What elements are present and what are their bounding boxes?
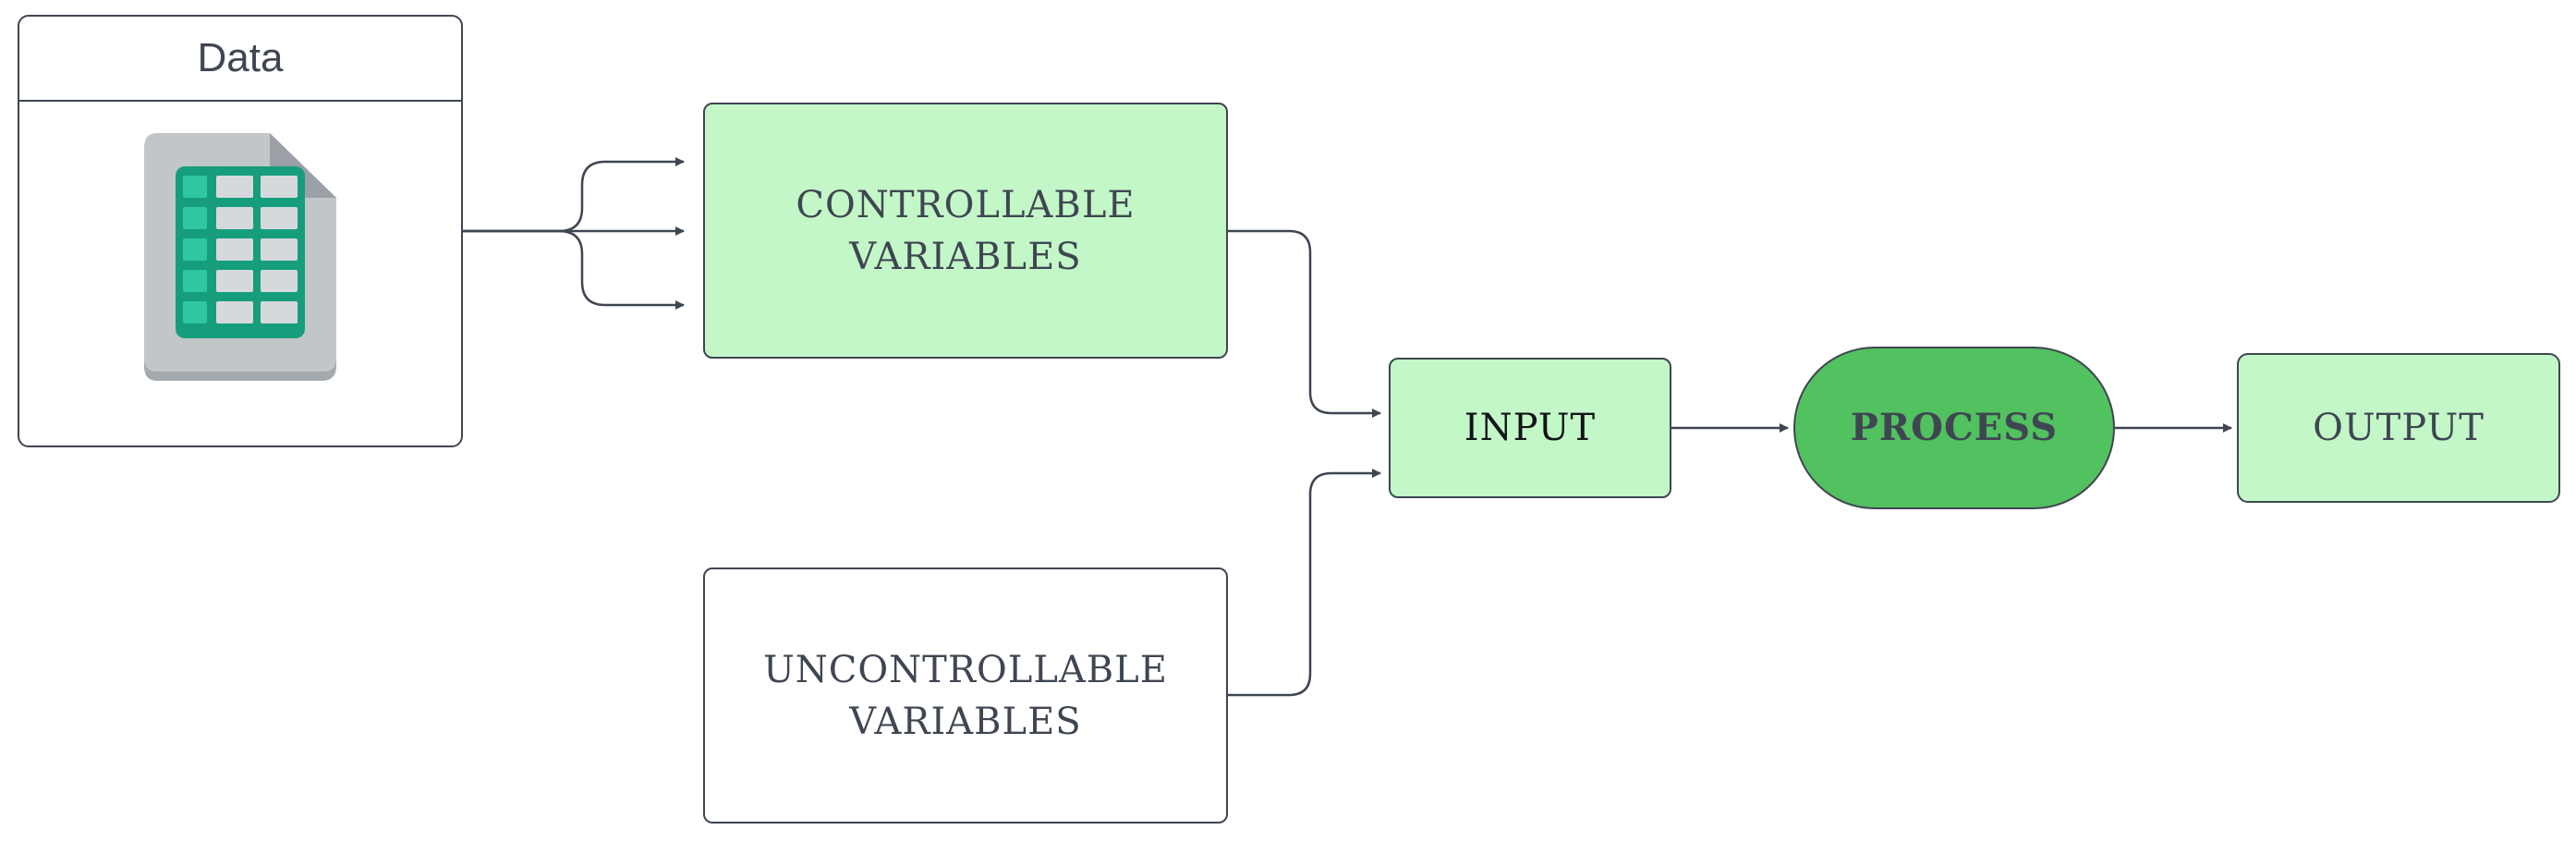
output-label: OUTPUT: [2313, 407, 2485, 449]
connector-data-to-controllable-top: [463, 157, 685, 233]
input-label: INPUT: [1464, 407, 1597, 449]
process-label: PROCESS: [1850, 406, 2059, 449]
data-panel: Data: [18, 15, 463, 447]
uncontrollable-variables-label: UNCONTROLLABLE VARIABLES: [763, 644, 1168, 748]
connector-uncontrollable-to-input: [1228, 469, 1381, 697]
spreadsheet-file-icon: [144, 133, 336, 381]
uncontrollable-variables-line1: UNCONTROLLABLE: [763, 648, 1168, 691]
controllable-variables-node: CONTROLLABLE VARIABLES: [703, 103, 1228, 359]
uncontrollable-variables-line2: VARIABLES: [849, 700, 1082, 743]
process-node: PROCESS: [1793, 347, 2115, 509]
input-node: INPUT: [1389, 358, 1671, 498]
connector-data-to-controllable-bottom: [463, 229, 685, 310]
connector-controllable-to-input: [1228, 229, 1381, 418]
output-node: OUTPUT: [2237, 353, 2560, 503]
controllable-variables-line1: CONTROLLABLE: [796, 183, 1136, 226]
controllable-variables-line2: VARIABLES: [849, 235, 1082, 278]
uncontrollable-variables-node: UNCONTROLLABLE VARIABLES: [703, 567, 1228, 824]
controllable-variables-label: CONTROLLABLE VARIABLES: [796, 179, 1135, 283]
data-panel-title: Data: [19, 17, 461, 102]
